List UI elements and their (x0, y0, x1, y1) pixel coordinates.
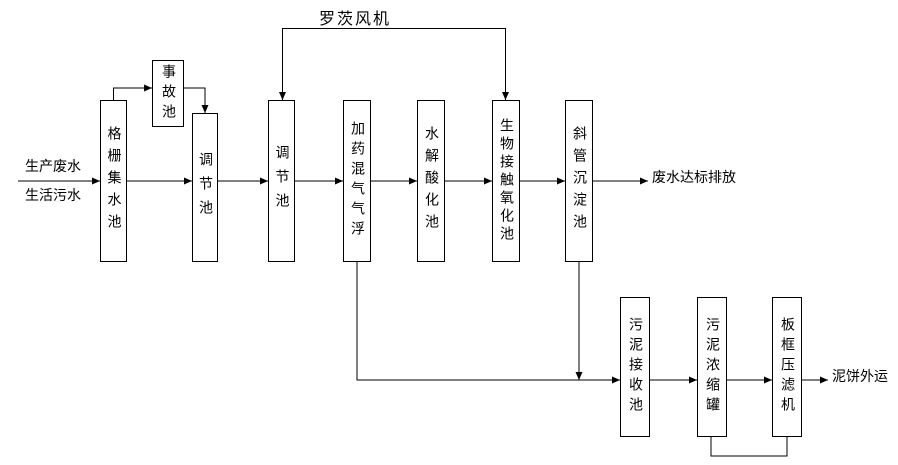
process-box-sludge-thickener: 污泥浓缩罐 (697, 297, 727, 437)
influent-label-1: 生产废水 (25, 159, 81, 175)
sludge-out-label: 泥饼外运 (832, 369, 888, 385)
process-box-label: 调节池 (197, 151, 213, 224)
effluent-label: 废水达标排放 (652, 170, 736, 186)
blower-label: 罗茨风机 (319, 9, 392, 28)
process-box-regulating-tank-1: 调节池 (192, 113, 218, 262)
process-box-grid-sump: 格栅集水池 (100, 100, 127, 262)
process-box-label: 斜管沉淀池 (571, 126, 587, 236)
process-box-dosing-daf: 加药混气气浮 (343, 100, 371, 262)
process-box-label: 格栅集水池 (105, 126, 122, 236)
process-box-hydrolysis: 水解酸化池 (417, 100, 445, 262)
influent-label-2: 生活污水 (25, 188, 81, 204)
line-daf-to-sludge (356, 262, 620, 384)
process-box-accident-tank: 事故池 (152, 60, 184, 127)
process-box-label: 调节池 (273, 145, 290, 217)
filtrate-return-line (710, 437, 788, 457)
process-box-label: 水解酸化池 (423, 126, 439, 236)
process-box-label: 板框压滤机 (779, 317, 795, 417)
process-box-label: 污泥浓缩罐 (704, 317, 720, 417)
blower-line-to-bio (394, 28, 509, 100)
process-box-label: 污泥接收池 (627, 317, 643, 417)
process-box-bio-oxidation: 生物接触氧化池 (492, 100, 520, 262)
process-box-filter-press: 板框压滤机 (772, 297, 802, 437)
blower-line-to-reg2 (279, 28, 394, 100)
line-sump-to-accident (113, 84, 152, 100)
process-box-inclined-settler: 斜管沉淀池 (565, 100, 593, 262)
line-accident-to-reg1 (184, 87, 209, 113)
process-box-label: 事故池 (160, 63, 176, 124)
process-box-sludge-receiving: 污泥接收池 (620, 297, 650, 437)
process-box-label: 生物接触氧化池 (498, 118, 514, 244)
process-box-regulating-tank-2: 调节池 (268, 100, 295, 262)
process-box-label: 加药混气气浮 (349, 121, 365, 241)
